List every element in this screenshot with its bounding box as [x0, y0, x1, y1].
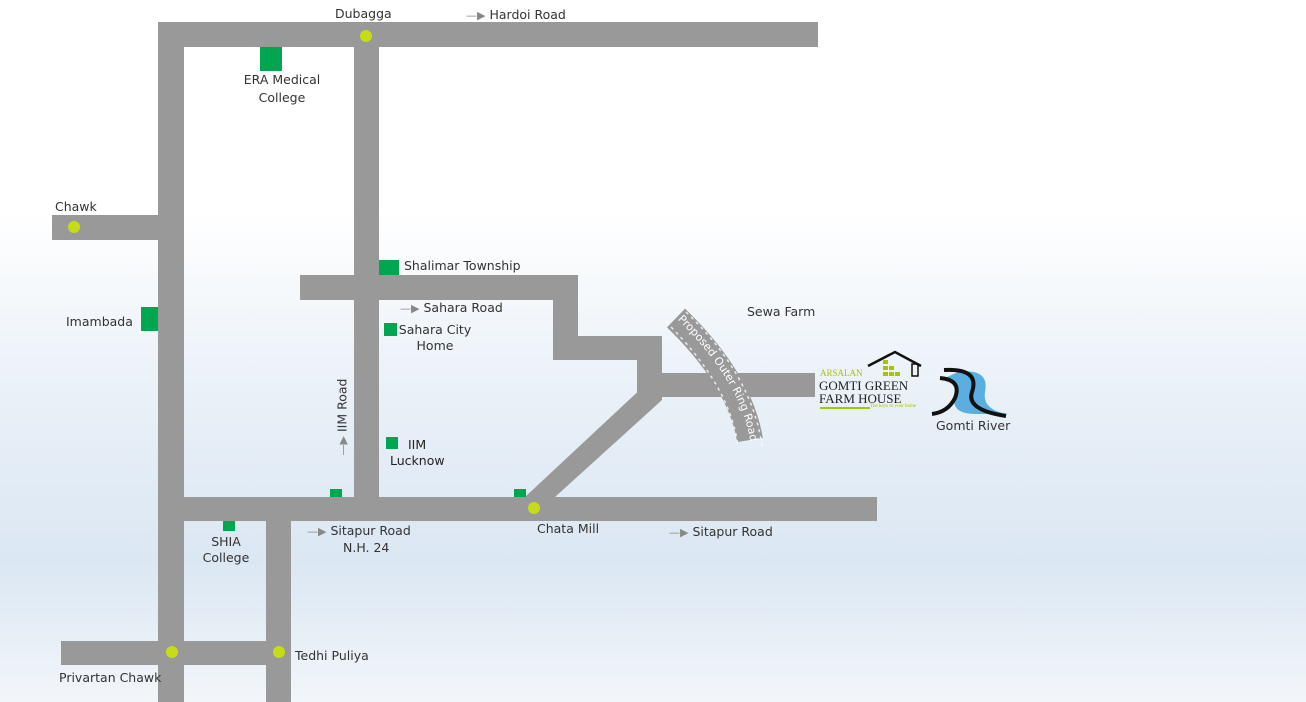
label-line: College — [202, 550, 250, 565]
label-privartan-chawk: Privartan Chawk — [59, 670, 162, 685]
label-text: Sahara Road — [423, 300, 503, 315]
label-text: IIM Road — [334, 378, 350, 433]
label-text: Sitapur Road — [692, 524, 773, 539]
label-sewa-farm: Sewa Farm — [747, 304, 816, 319]
label-gomti-river: Gomti River — [936, 418, 1011, 433]
junction-dubagga — [360, 30, 372, 42]
label-sitapur-road: —▶Sitapur Road — [669, 524, 773, 541]
marker-small — [330, 489, 342, 497]
marker-sahara-city — [384, 323, 397, 336]
marker-iim — [386, 437, 398, 449]
logo-tagline: The keys to your home — [870, 404, 917, 409]
marker-shalimar — [379, 260, 399, 275]
junctions — [68, 30, 540, 658]
label-sahara-road: —▶Sahara Road — [400, 300, 503, 317]
proposed-ring-road — [666, 308, 763, 443]
arrow-right-icon: —▶ — [669, 526, 689, 539]
label-dubagga: Dubagga — [335, 6, 392, 21]
marker-shia — [223, 521, 235, 531]
river-icon — [931, 367, 1008, 418]
junction-chawk — [68, 221, 80, 233]
label-hardoi-road: —▶Hardoi Road — [466, 7, 566, 24]
roads — [52, 22, 877, 702]
logo-underline — [820, 407, 870, 409]
road-hardoi — [158, 22, 818, 47]
label-shalimar: Shalimar Township — [404, 258, 521, 273]
arrow-right-icon: —▶ — [466, 9, 486, 22]
label-iim-road: —▶ IIM Road — [335, 379, 352, 456]
label-chawk: Chawk — [55, 199, 97, 214]
label-text: Hardoi Road — [489, 7, 566, 22]
logo-line1: GOMTI GREEN — [819, 378, 909, 393]
logo-brand: ARSALAN — [820, 368, 863, 378]
label-line: ERA Medical — [243, 72, 321, 87]
junction-privartan — [166, 646, 178, 658]
road-tedhi — [266, 521, 291, 702]
ring-road-dash — [685, 311, 763, 447]
marker-imambada — [141, 307, 158, 331]
marker-small — [514, 489, 526, 497]
road-chawk — [52, 215, 158, 240]
arrow-right-icon: —▶ — [400, 302, 420, 315]
road-iim — [354, 22, 379, 498]
label-line: IIM — [408, 437, 427, 452]
label-tedhi-puliya: Tedhi Puliya — [295, 648, 369, 663]
label-line: SHIA — [211, 534, 241, 549]
marker-era — [260, 47, 282, 71]
house-icon — [867, 350, 922, 377]
logo-line2: FARM HOUSE — [819, 391, 902, 406]
junction-chata-mill — [528, 502, 540, 514]
landmarks — [141, 47, 526, 531]
label-text: Sitapur Road — [330, 523, 411, 538]
label-imambada: Imambada — [66, 314, 133, 329]
label-line: Home — [416, 338, 454, 353]
road-left-vertical — [158, 22, 184, 702]
gomti-green-farm-house-logo: ARSALAN GOMTI GREEN FARM HOUSE The keys … — [818, 352, 928, 412]
road-sahara — [300, 275, 578, 300]
label-line: Sahara City — [398, 322, 472, 337]
junction-tedhi — [273, 646, 285, 658]
road-diagonal — [525, 385, 662, 497]
arrow-right-icon: —▶ — [336, 436, 350, 456]
road-sitapur — [158, 497, 877, 521]
label-chata-mill: Chata Mill — [537, 521, 600, 536]
label-line: Lucknow — [390, 453, 445, 468]
arrow-right-icon: —▶ — [307, 525, 327, 538]
label-line: N.H. 24 — [343, 540, 390, 555]
label-line: College — [258, 90, 306, 105]
